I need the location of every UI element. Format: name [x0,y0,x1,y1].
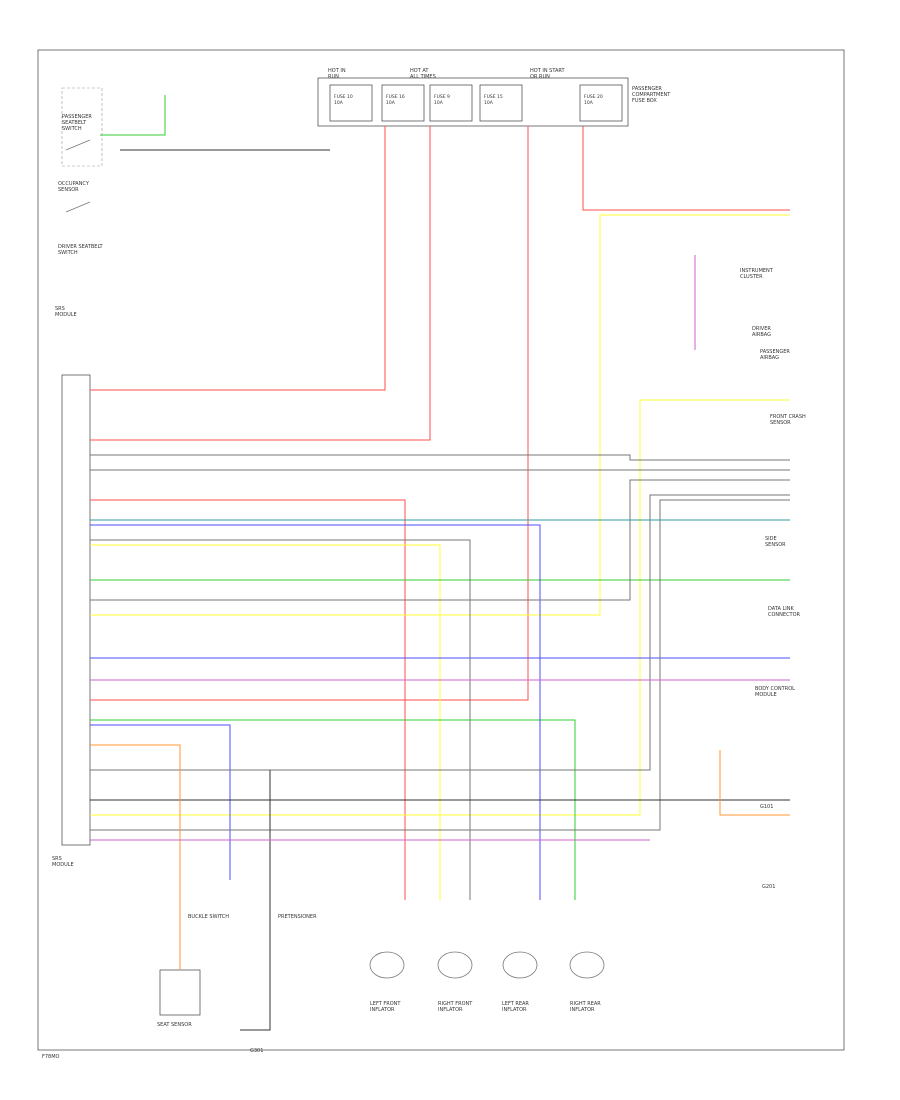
ground-bottom-label: G301 [250,1048,263,1054]
connector-block [61,374,91,846]
wire-grey-17 [90,479,790,601]
wire-red-1 [90,126,431,441]
wire-yellow-6 [90,214,790,616]
wire-grey-18 [90,494,790,771]
wire-green-10 [100,95,166,136]
wire-red-3 [90,126,529,701]
wire-blue-13 [90,724,231,880]
wire-red-2 [90,499,406,900]
wire-red-4 [582,126,790,211]
ground-g2-label: G201 [762,884,775,890]
wire-red-0 [90,126,386,391]
wire-blue-11 [90,524,541,900]
wire-grey-19 [90,499,790,831]
inflators [369,951,605,979]
wire-yellow-7 [90,399,790,816]
wire-grey-16 [90,539,471,900]
bottom-components: SEAT SENSOR BUCKLE SWITCH PRETENSIONER L… [157,914,605,1054]
wire-yellow-5 [90,544,441,900]
wire-grey-14 [90,454,790,461]
wire-green-8 [90,719,576,900]
page-code: F78MO [42,1054,60,1060]
wires [90,95,790,1031]
wire-black-22 [240,770,271,1031]
diagram-frame [37,49,845,1051]
seat-sensor-label: SEAT SENSOR [157,1022,192,1028]
wire-orange-24 [719,750,790,816]
pretensioner-label: PRETENSIONER [278,914,317,920]
wire-orange-23 [90,744,181,970]
buckle-switch-label: BUCKLE SWITCH [188,914,229,920]
ground-g1-label: G101 [760,804,773,810]
